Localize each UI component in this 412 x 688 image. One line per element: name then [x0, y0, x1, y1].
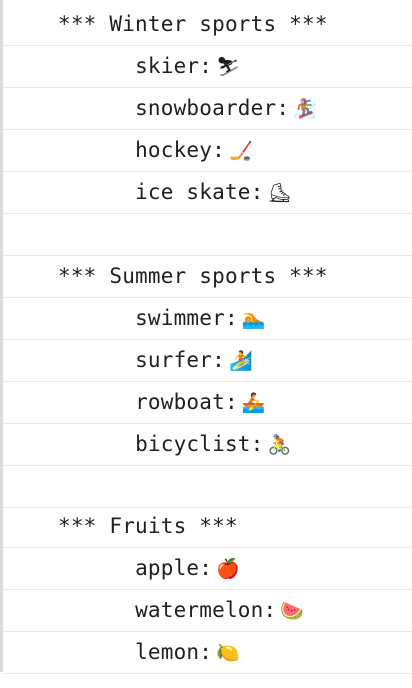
entry-label: snowboarder: [135, 96, 290, 121]
entry-label: ice skate: [135, 180, 264, 205]
skier-icon: ⛷ [216, 56, 241, 79]
entry-label: hockey: [135, 138, 225, 163]
console-line-fruits-header: *** Fruits *** [3, 506, 412, 548]
console-line-skier: skier:⛷ [3, 46, 412, 88]
section-header: *** Summer sports *** [58, 264, 328, 289]
entry-label: skier: [135, 54, 213, 79]
rowboat-icon: 🚣 [241, 392, 266, 415]
watermelon-icon: 🍉 [280, 600, 305, 623]
console-line-rowboat: rowboat:🚣 [3, 382, 412, 424]
console-line-winter-header: *** Winter sports *** [3, 4, 412, 46]
entry-label: rowboat: [135, 390, 238, 415]
console-line-lemon: lemon:🍋 [3, 632, 412, 674]
section-header: *** Winter sports *** [58, 12, 328, 37]
bicyclist-icon: 🚴 [267, 434, 292, 457]
entry-label: apple: [135, 556, 213, 581]
console-line-blank [3, 466, 412, 508]
entry-label: surfer: [135, 348, 225, 373]
ice-skate-icon: ⛸ [267, 182, 292, 205]
console-line-swimmer: swimmer:🏊 [3, 298, 412, 340]
entry-label: bicyclist: [135, 432, 264, 457]
console-line-bicyclist: bicyclist:🚴 [3, 424, 412, 466]
console-line-watermelon: watermelon:🍉 [3, 590, 412, 632]
console-line-summer-header: *** Summer sports *** [3, 256, 412, 298]
console-line-surfer: surfer:🏄 [3, 340, 412, 382]
section-header: *** Fruits *** [58, 514, 238, 539]
apple-icon: 🍎 [216, 558, 240, 581]
console-output: *** Winter sports *** skier:⛷ snowboarde… [0, 0, 412, 674]
console-line-blank [3, 214, 412, 256]
swimmer-icon: 🏊 [241, 308, 266, 331]
entry-label: lemon: [135, 640, 213, 665]
entry-label: swimmer: [135, 306, 238, 331]
lemon-icon: 🍋 [216, 642, 240, 665]
console-line-ice-skate: ice skate:⛸ [3, 172, 412, 214]
snowboarder-icon: 🏂 [293, 98, 318, 121]
console-line-apple: apple:🍎 [3, 548, 412, 590]
entry-label: watermelon: [135, 598, 277, 623]
hockey-icon: 🏒 [228, 140, 253, 163]
console-line-hockey: hockey:🏒 [3, 130, 412, 172]
console-line-snowboarder: snowboarder:🏂 [3, 88, 412, 130]
surfer-icon: 🏄 [228, 350, 253, 373]
